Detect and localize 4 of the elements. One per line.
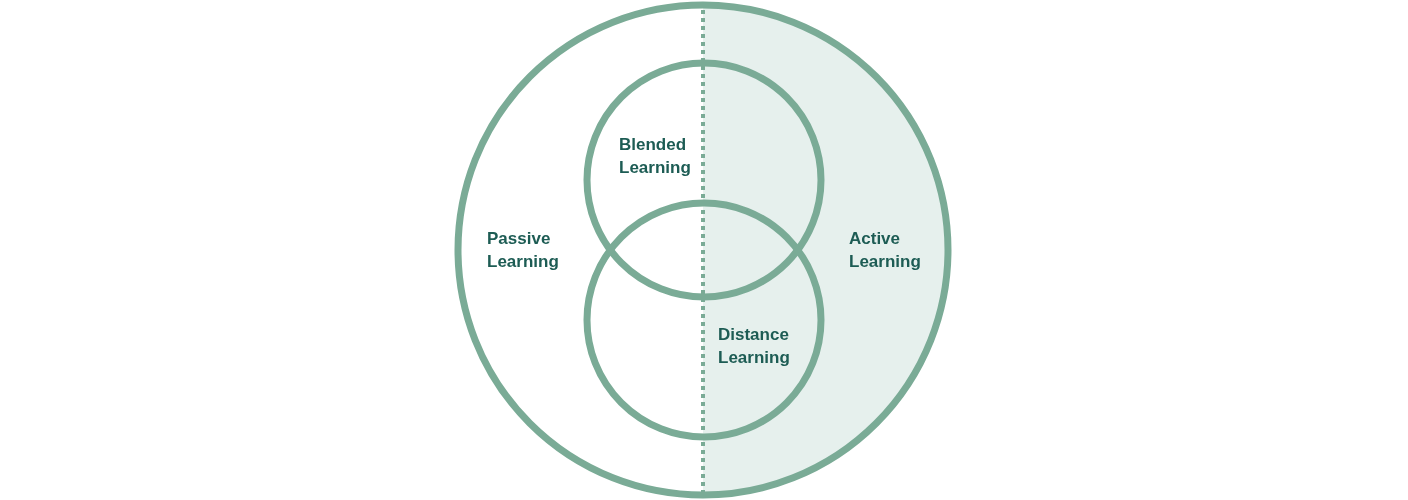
circle-label: Distance Learning bbox=[718, 324, 791, 369]
region-label: Passive Learning bbox=[487, 228, 560, 273]
circle-label: Blended Learning bbox=[619, 134, 692, 179]
region-label: Active Learning bbox=[849, 228, 922, 273]
